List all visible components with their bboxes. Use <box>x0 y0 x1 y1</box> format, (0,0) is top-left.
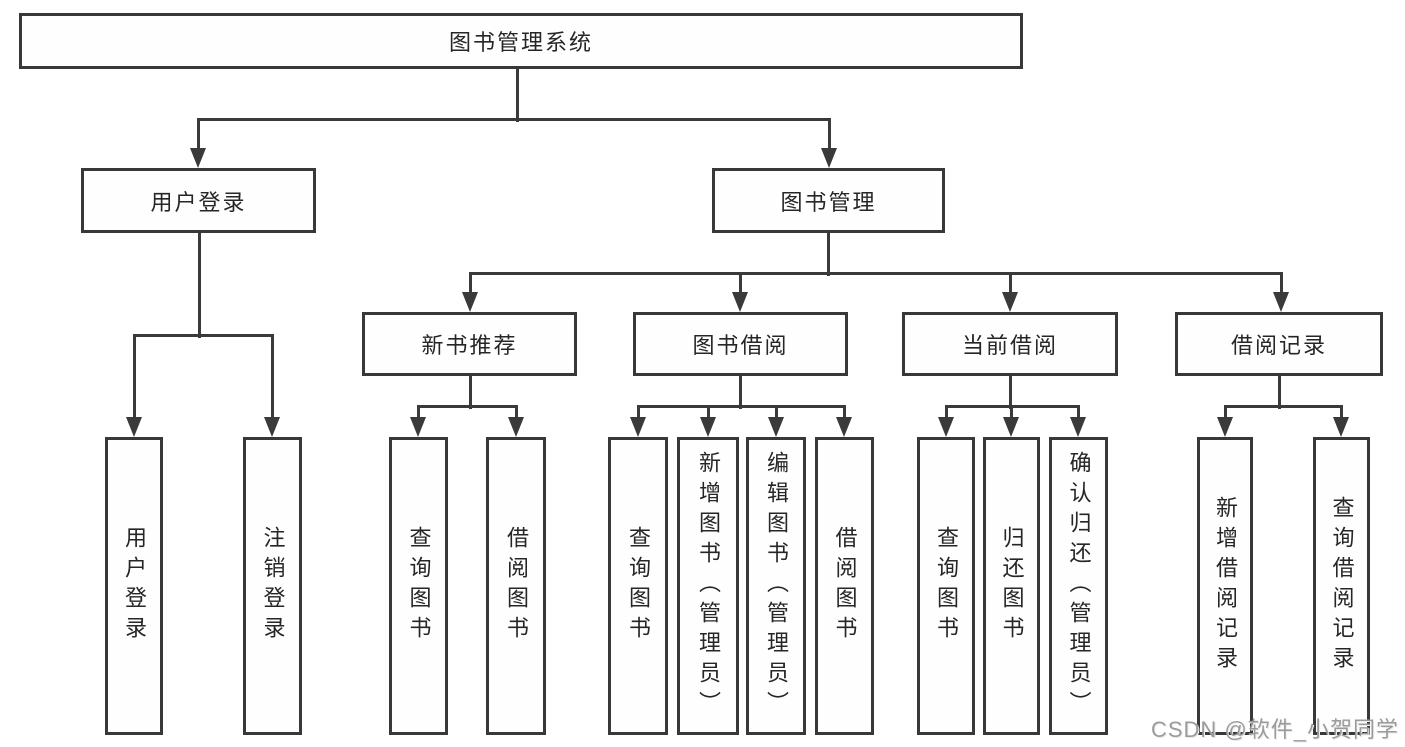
leaf-add-books-admin-label: 新增图书（管理员） <box>696 451 721 721</box>
connector-line <box>842 406 846 419</box>
arrow-down-icon <box>126 417 142 437</box>
connector-line <box>1223 404 1343 408</box>
connector-line <box>826 233 830 276</box>
node-new-book-recommend: 新书推荐 <box>362 312 577 376</box>
leaf-current-query-books: 查询图书 <box>917 437 975 735</box>
node-current-borrowing: 当前借阅 <box>902 312 1118 376</box>
leaf-edit-books-admin: 编辑图书（管理员） <box>746 437 806 735</box>
leaf-user-login-label: 用户登录 <box>122 526 147 646</box>
node-new-book-recommend-label: 新书推荐 <box>421 333 518 358</box>
node-book-borrowing: 图书借阅 <box>633 312 848 376</box>
leaf-query-borrow-record: 查询借阅记录 <box>1313 437 1370 735</box>
arrow-down-icon <box>700 417 716 437</box>
node-book-management: 图书管理 <box>712 168 945 233</box>
node-book-borrowing-label: 图书借阅 <box>692 333 789 358</box>
connector-line <box>197 233 201 338</box>
connector-line <box>738 273 742 294</box>
connector-line <box>515 69 519 122</box>
leaf-confirm-return-admin-label: 确认归还（管理员） <box>1066 451 1092 721</box>
connector-line <box>416 406 420 419</box>
connector-line <box>1008 273 1012 294</box>
leaf-recommend-query-books: 查询图书 <box>389 437 448 735</box>
connector-line <box>774 406 778 419</box>
leaf-logout: 注销登录 <box>243 437 302 735</box>
leaf-recommend-query-books-label: 查询图书 <box>406 526 432 646</box>
connector-line <box>1223 406 1227 419</box>
node-current-borrowing-label: 当前借阅 <box>961 333 1058 358</box>
connector-line <box>1076 406 1080 419</box>
arrow-down-icon <box>938 417 954 437</box>
arrow-down-icon <box>1002 292 1018 312</box>
arrow-down-icon <box>410 417 426 437</box>
arrow-down-icon <box>630 417 646 437</box>
connector-line <box>196 119 200 150</box>
leaf-current-query-books-label: 查询图书 <box>934 526 959 646</box>
connector-line <box>468 376 472 409</box>
connector-line <box>1009 406 1013 419</box>
connector-line <box>1279 273 1283 294</box>
node-library-system-label: 图书管理系统 <box>448 30 593 55</box>
connector-line <box>514 406 518 419</box>
leaf-add-borrow-record: 新增借阅记录 <box>1197 437 1253 735</box>
connector-line <box>944 406 948 419</box>
leaf-user-login: 用户登录 <box>105 437 163 735</box>
arrow-down-icon <box>1070 417 1086 437</box>
arrow-down-icon <box>264 417 280 437</box>
connector-line <box>196 117 831 121</box>
leaf-recommend-borrow-books-label: 借阅图书 <box>504 526 529 646</box>
connector-line <box>636 406 640 419</box>
connector-line <box>1277 376 1281 409</box>
connector-line <box>706 406 710 419</box>
leaf-logout-label: 注销登录 <box>260 526 286 646</box>
leaf-edit-books-admin-label: 编辑图书（管理员） <box>764 451 789 721</box>
arrow-down-icon <box>1273 292 1289 312</box>
arrow-down-icon <box>836 417 852 437</box>
node-borrow-records-label: 借阅记录 <box>1230 333 1327 358</box>
connector-line <box>1339 406 1343 419</box>
arrow-down-icon <box>190 148 206 168</box>
connector-line <box>636 404 846 408</box>
arrow-down-icon <box>1003 417 1019 437</box>
connector-line <box>468 273 472 294</box>
leaf-return-books-label: 归还图书 <box>999 526 1025 646</box>
connector-line <box>416 404 518 408</box>
connector-line <box>827 119 831 150</box>
connector-line <box>1008 376 1012 409</box>
arrow-down-icon <box>462 292 478 312</box>
connector-line <box>132 335 136 419</box>
node-book-management-label: 图书管理 <box>780 189 877 215</box>
connector-line <box>738 376 742 409</box>
leaf-query-borrow-record-label: 查询借阅记录 <box>1329 496 1355 676</box>
arrow-down-icon <box>1217 417 1233 437</box>
arrow-down-icon <box>1333 417 1349 437</box>
leaf-return-books: 归还图书 <box>983 437 1040 735</box>
connector-line <box>468 271 1283 275</box>
leaf-borrowing-borrow-books: 借阅图书 <box>815 437 874 735</box>
watermark: CSDN @软件_小贺同学 <box>1150 717 1399 742</box>
leaf-confirm-return-admin: 确认归还（管理员） <box>1049 437 1108 735</box>
connector-line <box>132 333 274 337</box>
arrow-down-icon <box>768 417 784 437</box>
arrow-down-icon <box>821 148 837 168</box>
leaf-borrowing-borrow-books-label: 借阅图书 <box>832 526 858 646</box>
node-borrow-records: 借阅记录 <box>1175 312 1383 376</box>
leaf-add-borrow-record-label: 新增借阅记录 <box>1213 496 1238 676</box>
connector-line <box>270 335 274 419</box>
node-library-system: 图书管理系统 <box>19 13 1023 69</box>
node-user-login: 用户登录 <box>81 168 316 233</box>
leaf-add-books-admin: 新增图书（管理员） <box>677 437 739 735</box>
leaf-recommend-borrow-books: 借阅图书 <box>486 437 546 735</box>
leaf-borrowing-query-books-label: 查询图书 <box>626 526 651 646</box>
leaf-borrowing-query-books: 查询图书 <box>608 437 668 735</box>
node-user-login-label: 用户登录 <box>150 189 247 215</box>
arrow-down-icon <box>508 417 524 437</box>
arrow-down-icon <box>732 292 748 312</box>
